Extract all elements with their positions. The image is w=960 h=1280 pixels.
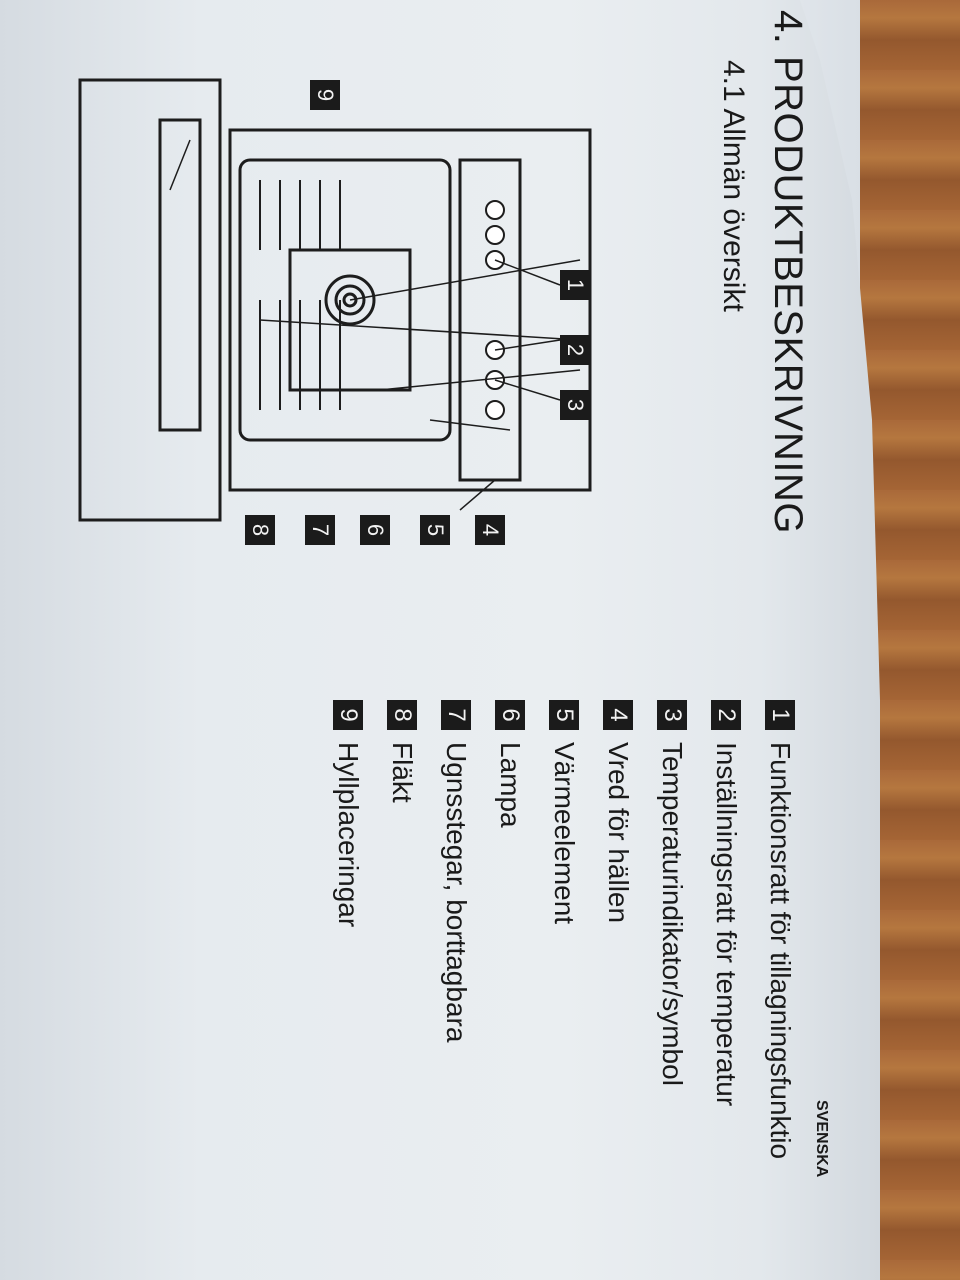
oven-illustration (78, 78, 592, 522)
fan-cover (288, 248, 412, 392)
control-panel (458, 158, 522, 482)
door-window (158, 118, 202, 432)
oven-door (78, 78, 222, 522)
manual-page-sheet (0, 0, 880, 1280)
fan (324, 274, 376, 326)
oven-body (228, 128, 592, 492)
callout-3: 3 (560, 390, 590, 420)
callout-9: 9 (310, 80, 340, 110)
callout-1: 1 (560, 270, 590, 300)
callout-8: 8 (245, 515, 275, 545)
knob-6 (485, 400, 505, 420)
callout-5: 5 (420, 515, 450, 545)
language-label: SVENSKA (813, 1100, 830, 1178)
callout-7: 7 (305, 515, 335, 545)
oven-diagram: 1 2 3 4 5 6 7 8 9 (78, 78, 592, 545)
knob-2 (485, 225, 505, 245)
oven-cavity (238, 158, 452, 442)
callout-2: 2 (560, 335, 590, 365)
knob-1 (485, 200, 505, 220)
callout-4: 4 (475, 515, 505, 545)
callout-6: 6 (360, 515, 390, 545)
